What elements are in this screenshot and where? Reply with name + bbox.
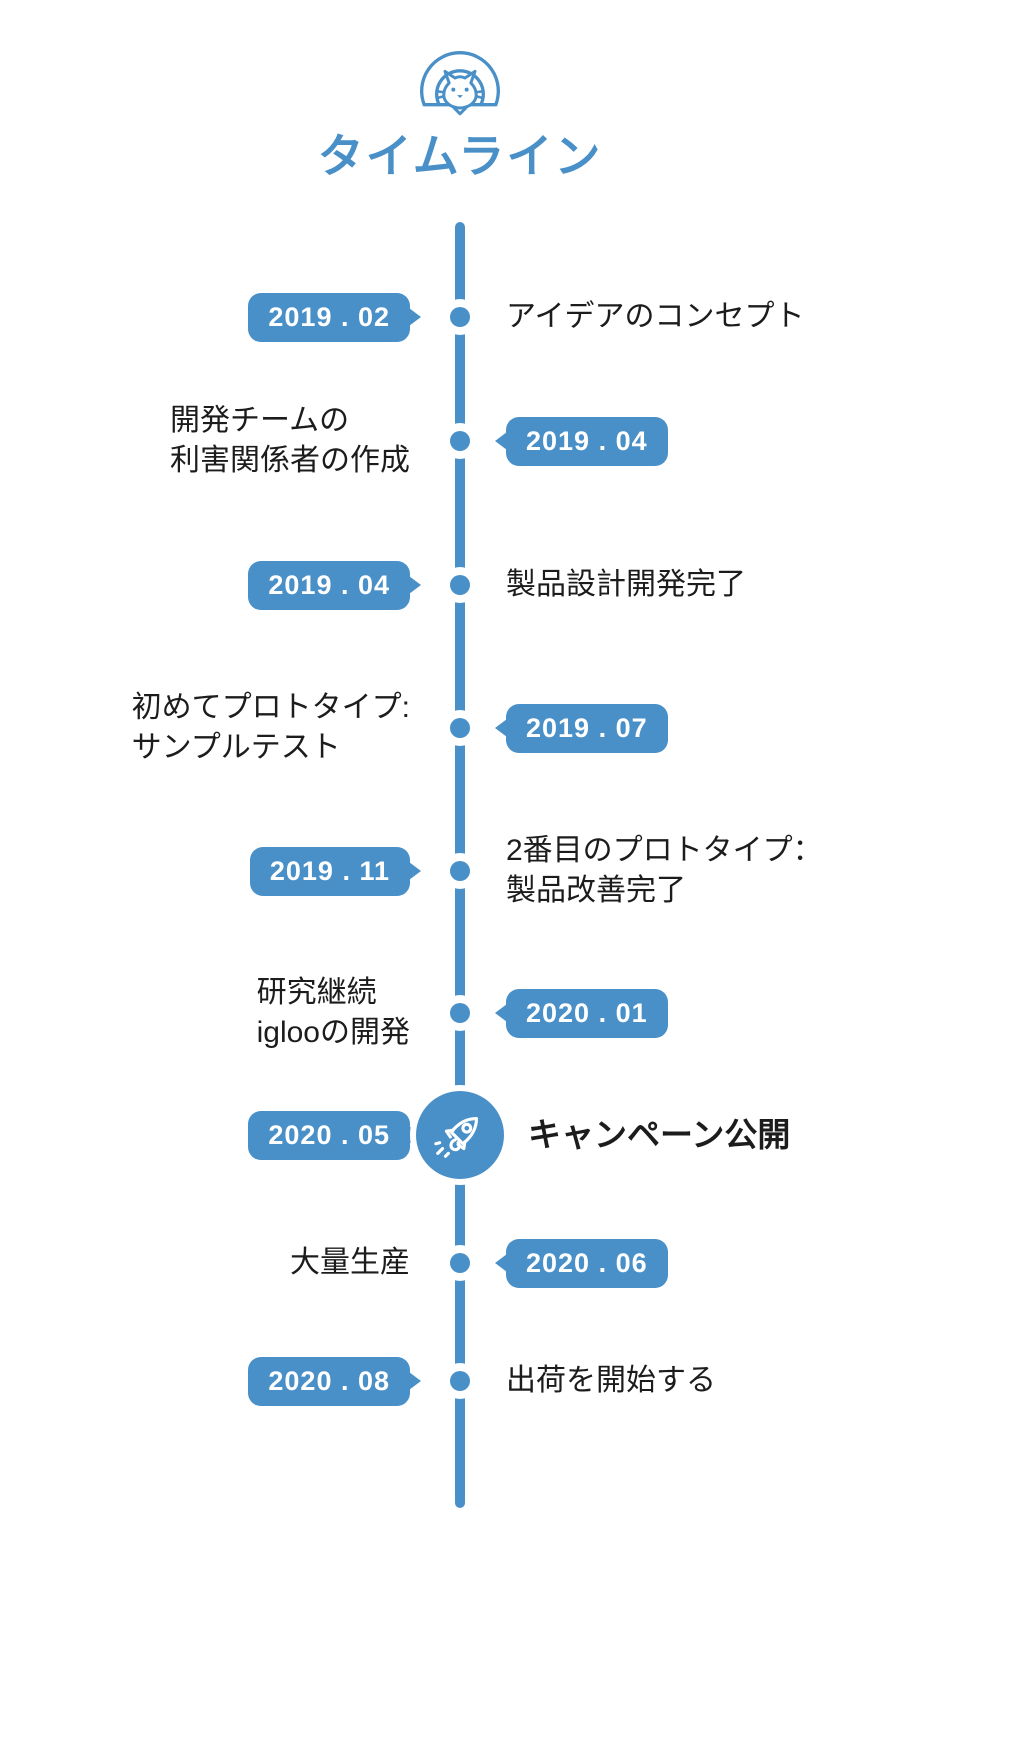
timeline-row: 初めてプロトタイプ: サンプルテスト 2019 . 07 <box>0 658 1024 798</box>
timeline-row: 2019 . 02 アイデアのコンセプト <box>0 247 1024 387</box>
date-badge: 2019 . 07 <box>506 703 668 753</box>
date-badge: 2019 . 11 <box>249 846 410 896</box>
event-label: 出荷を開始する <box>506 1363 716 1397</box>
date-badge: 2020 . 08 <box>248 1356 410 1406</box>
timeline-dot <box>450 1003 470 1023</box>
event-label: アイデアのコンセプト <box>506 299 805 333</box>
page-title: タイムライン <box>317 130 603 182</box>
date-badge: 2019 . 04 <box>248 560 410 610</box>
event-label: キャンペーン公開 <box>528 1115 791 1153</box>
timeline-row: 2020 . 08 出荷を開始する <box>0 1311 1024 1451</box>
date-badge: 2019 . 04 <box>506 416 668 466</box>
timeline-row: 開発チームの 利害関係者の作成 2019 . 04 <box>0 371 1024 511</box>
timeline-dot <box>450 861 470 881</box>
rocket-icon <box>416 1091 504 1179</box>
timeline-dot <box>450 307 470 327</box>
event-label: 製品設計開発完了 <box>506 567 746 601</box>
event-label: 初めてプロトタイプ: サンプルテスト <box>131 690 410 765</box>
event-label: 研究継続 iglooの開発 <box>256 975 410 1050</box>
date-badge: 2020 . 01 <box>506 988 668 1038</box>
timeline-dot <box>450 575 470 595</box>
date-badge: 2020 . 06 <box>506 1238 668 1288</box>
timeline-dot <box>450 431 470 451</box>
event-label: 大量生産 <box>290 1245 410 1279</box>
timeline-row: 研究継続 iglooの開発 2020 . 01 <box>0 943 1024 1083</box>
timeline-row: 大量生産 2020 . 06 <box>0 1193 1024 1333</box>
timeline-dot <box>450 1253 470 1273</box>
cat-in-igloo-icon <box>410 28 510 132</box>
timeline-row-launch: 2020 . 05 キャンペーン公開 <box>0 1065 1024 1205</box>
timeline-row: 2019 . 04 製品設計開発完了 <box>0 515 1024 655</box>
event-label: 2番目のプロトタイプ： 製品改善完了 <box>506 833 823 908</box>
timeline-row: 2019 . 11 2番目のプロトタイプ： 製品改善完了 <box>0 801 1024 941</box>
timeline-dot <box>450 718 470 738</box>
date-badge: 2019 . 02 <box>248 292 410 342</box>
date-badge: 2020 . 05 <box>248 1110 410 1160</box>
timeline-dot <box>450 1371 470 1391</box>
event-label: 開発チームの 利害関係者の作成 <box>170 403 410 478</box>
